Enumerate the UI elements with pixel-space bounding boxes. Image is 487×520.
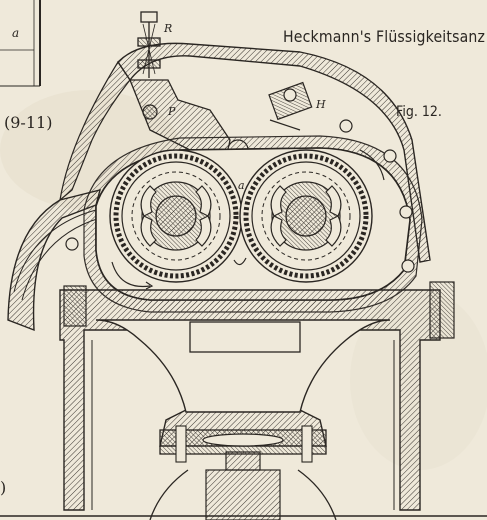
side-reference-label: (9-11)	[4, 113, 53, 132]
corner-letter: a	[12, 26, 20, 40]
outlet-flange	[149, 425, 337, 520]
side-reference-bottom: )	[0, 478, 7, 497]
figure-label: Fig. 12.	[396, 104, 442, 120]
roller-left	[109, 149, 243, 283]
bolt-h	[268, 81, 313, 131]
page-frame	[0, 0, 41, 87]
adjusting-screw-r	[137, 11, 161, 78]
page-title: Heckmann's Flüssigkeitsanz	[283, 27, 486, 46]
part-label-a: a	[238, 179, 245, 192]
frame-body	[59, 281, 455, 511]
roller-right	[239, 149, 373, 283]
part-label-h: H	[316, 98, 326, 111]
hood-cover	[59, 42, 431, 263]
part-label-r: R	[164, 22, 173, 35]
part-label-p: P	[168, 105, 176, 118]
